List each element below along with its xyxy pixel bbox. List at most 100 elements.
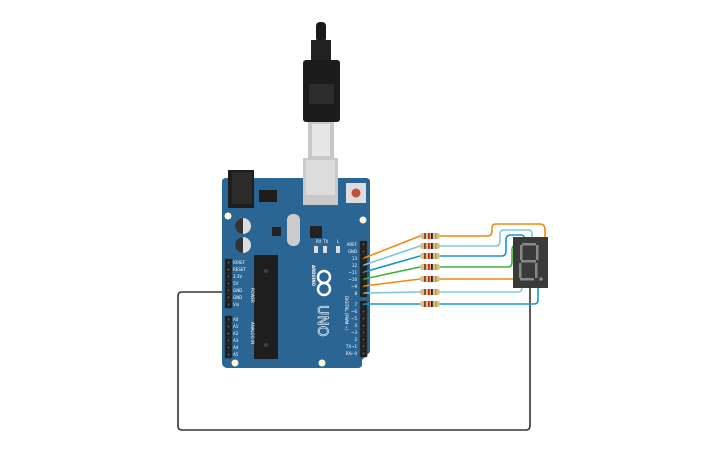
resistor-band (431, 233, 433, 239)
arduino-logo (316, 269, 332, 297)
resistor-band (435, 243, 437, 249)
resistor-band (435, 301, 437, 307)
wire-resistor-to-display[interactable] (440, 288, 539, 305)
resistor-band (424, 301, 426, 307)
seven-segment-display[interactable] (513, 237, 548, 288)
resistor-band (431, 243, 433, 249)
pin-hole (227, 289, 230, 292)
power-pin-label: Vin (233, 302, 240, 307)
resistor-band (435, 289, 437, 295)
wire-pin-to-resistor[interactable] (363, 266, 421, 280)
wire-resistor-to-display[interactable] (440, 245, 515, 268)
resistor-band (428, 289, 430, 295)
resistor[interactable] (420, 253, 440, 259)
resistor-band (431, 289, 433, 295)
pin-hole (227, 282, 230, 285)
resistor-band (428, 233, 430, 239)
analog-label: ANALOG IN (250, 322, 255, 344)
resistor-band (428, 253, 430, 259)
power-pin-label: GND (233, 295, 242, 300)
pin-hole (362, 292, 365, 295)
resistor-band (428, 243, 430, 249)
ground-wire[interactable] (177, 288, 531, 431)
pin-hole (227, 275, 230, 278)
resistor-band (428, 276, 430, 282)
pin-hole (227, 325, 230, 328)
resistor-band (435, 276, 437, 282)
resistor[interactable] (420, 276, 440, 282)
resistor[interactable] (420, 289, 440, 295)
resistor[interactable] (420, 233, 440, 239)
wire-pin-to-resistor[interactable] (363, 291, 421, 294)
analog-pin-label: A3 (233, 338, 239, 343)
analog-pin-label: A2 (233, 331, 239, 336)
digital-pin-label: TX→1 (345, 344, 358, 349)
wire-resistor-to-display[interactable] (440, 287, 523, 293)
power-pin-label: 5V (233, 281, 239, 286)
analog-pin-label: A4 (233, 345, 239, 350)
pin-hole (362, 345, 365, 348)
pin-hole (362, 250, 365, 253)
resistor-band (424, 289, 426, 295)
power-pin-label: 3.3V (233, 274, 242, 279)
wire-pin-to-resistor[interactable] (363, 245, 421, 266)
resistor[interactable] (420, 301, 440, 307)
pin-hole (227, 339, 230, 342)
resistor-band (431, 264, 433, 270)
wire-resistor-to-display[interactable] (440, 229, 533, 247)
power-label: POWER (250, 288, 255, 303)
wire-resistor-to-display[interactable] (440, 234, 525, 257)
wire-resistor-to-display[interactable] (440, 223, 546, 237)
digital-pin-label: RX←0 (346, 351, 358, 356)
resistor-band (431, 253, 433, 259)
resistor-band (435, 264, 437, 270)
digital-pin-label: 8 (354, 291, 357, 296)
rx-led-label: RX (316, 239, 322, 244)
reset-button[interactable] (351, 188, 361, 198)
pin-hole (227, 303, 230, 306)
pin-hole (227, 318, 230, 321)
resistor-band (435, 253, 437, 259)
pin-hole (227, 332, 230, 335)
resistor-band (435, 233, 437, 239)
pin-hole (362, 264, 365, 267)
pin-hole (362, 352, 365, 355)
resistor[interactable] (420, 264, 440, 270)
power-pin-label: GND (233, 288, 242, 293)
power-pin-label: RESET (233, 267, 246, 272)
usb-cable[interactable] (303, 22, 340, 158)
digital-pin-label: 12 (352, 263, 358, 268)
pin-hole (362, 303, 365, 306)
pin-hole (362, 324, 365, 327)
resistor-band (424, 276, 426, 282)
segments (519, 243, 543, 281)
resistor-band (424, 233, 426, 239)
pin-hole (227, 346, 230, 349)
wire-pin-to-resistor[interactable] (363, 255, 421, 273)
brand-text: ARDUINO (311, 265, 316, 287)
pin-hole (227, 353, 230, 356)
resistor[interactable] (420, 243, 440, 249)
digital-pin-label: 2 (354, 337, 357, 342)
pin-hole (362, 310, 365, 313)
power-pin-label: IOREF (233, 260, 246, 265)
resistor-band (428, 301, 430, 307)
wire-pin-to-resistor[interactable] (363, 278, 421, 287)
digital-pin-label: 13 (352, 256, 358, 261)
l-led-label: L (337, 239, 340, 244)
digital-pin-label: GND (348, 249, 357, 254)
pin-hole (362, 278, 365, 281)
resistor-band (431, 301, 433, 307)
analog-pin-label: A1 (233, 324, 239, 329)
wire-pin-to-resistor[interactable] (363, 235, 421, 259)
pin-hole (362, 331, 365, 334)
resistor-band (424, 243, 426, 249)
pin-hole (362, 285, 365, 288)
digital-label: DIGITAL (PWM ~) (344, 296, 349, 331)
tx-led-label: TX (322, 239, 328, 244)
resistor-band (431, 276, 433, 282)
resistor-band (428, 264, 430, 270)
pin-hole (362, 338, 365, 341)
arduino-uno-board[interactable]: RX TX L ARDUINO UNO DIGITAL (PWM ~) POWE… (222, 158, 370, 368)
